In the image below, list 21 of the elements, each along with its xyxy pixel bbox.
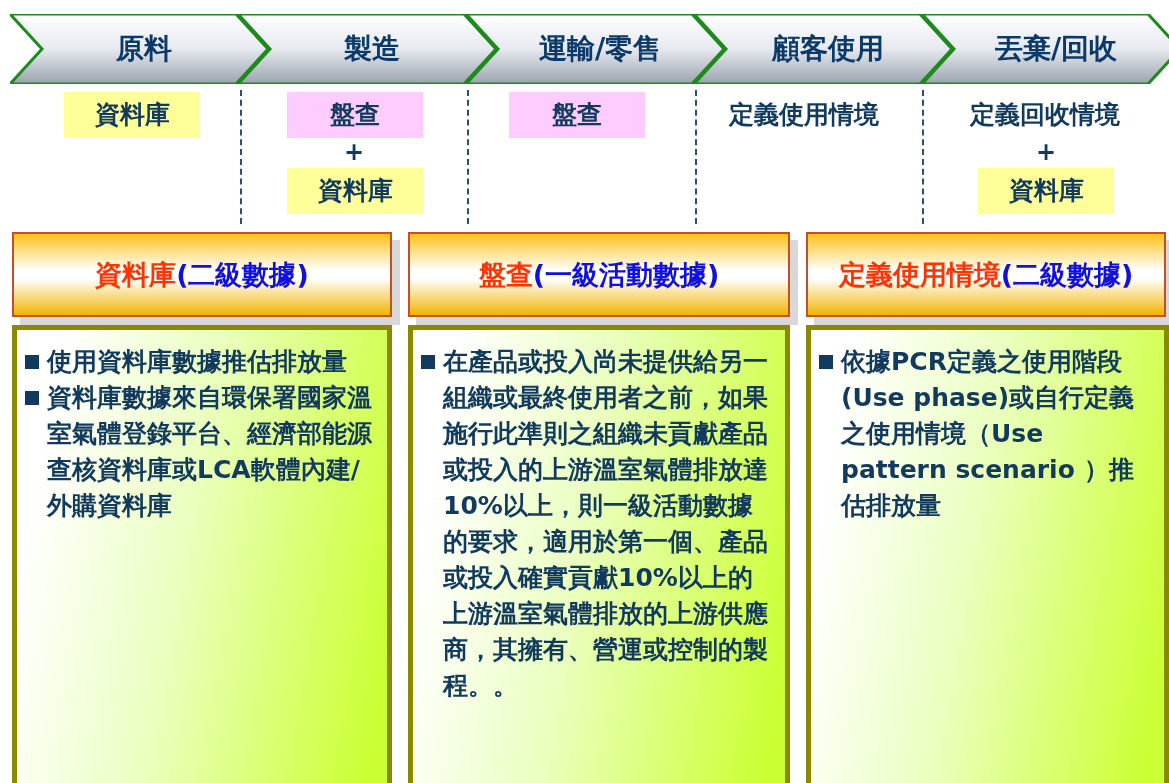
method-tag: 資料庫 [978,168,1114,214]
bullet-text: 在產品或投入尚未提供給另一組織或最終使用者之前，如果施行此準則之組織未貢獻產品或投入的上游溫室氣體排放達10%以上，則一級活動數據的要求，適用於第一個、產品或投入確實貢獻10%以上的上游溫室氣體排放的上游供應商，其擁有、營運或控制的製程。。 [443,346,769,702]
plus-sign: + [342,138,366,166]
bullet-text: 資料庫數據來自環保署國家溫室氣體登錄平台、經濟部能源查核資料庫或LCA軟體內建/外購資料庫 [47,382,373,522]
method-tag: 資料庫 [287,168,423,214]
method-tag: 盤查 [509,92,645,138]
chevron-step: 製造 [238,14,496,84]
description-panel [12,325,392,783]
description-panel [806,325,1169,783]
bullet-text: 依據PCR定義之使用階段(Use phase)或自行定義之使用情境（Use pattern scenario ）推估排放量 [841,346,1136,522]
step-note: 定義使用情境 [704,92,904,138]
bullet-text: 使用資料庫數據推估排放量 [47,346,347,378]
step-note: 定義回收情境 [940,92,1150,138]
chevron-step: 運輸/零售 [466,14,724,84]
method-tag: 盤查 [287,92,423,138]
chevron-step: 丟棄/回收 [922,14,1169,84]
plus-sign: + [1034,138,1058,166]
method-tag: 資料庫 [64,92,200,138]
chevron-step: 顧客使用 [694,14,952,84]
chevron-step: 原料 [10,14,268,84]
description-panel [408,325,790,783]
